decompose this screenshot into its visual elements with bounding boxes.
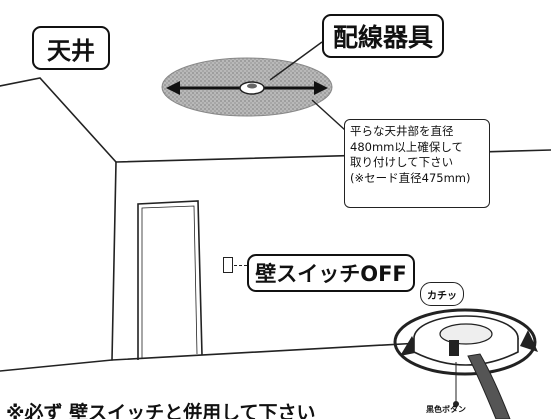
door [137,200,203,360]
clearance-note: 平らな天井部を直径 480mm以上確保して 取り付けして下さい (※セード直径4… [344,119,490,208]
footer-warning-note: ※必ず 壁スイッチと併用して下さい [6,402,316,419]
floor-line [0,342,421,372]
ceiling-label: 天井 [32,26,110,70]
note-line: 480mm以上確保して [350,139,464,154]
black-button-icon [449,340,459,356]
ceiling-mount-detail-icon [393,308,538,419]
wiring-device-label: 配線器具 [322,14,444,58]
black-button-label: 黒色ボタン [426,405,466,414]
ceiling-edge-left [0,77,117,163]
wall-switch-icon [223,257,233,273]
note-leader-line [311,99,346,131]
wall-corner-line [111,161,117,361]
switch-leader-line [234,265,247,266]
fixture-leader-line [269,41,323,81]
note-line: 取り付けして下さい [350,155,454,169]
click-sound-label: カチッ [420,282,464,306]
note-line: (※セード直径475mm) [350,170,471,185]
wall-switch-off-label: 壁スイッチOFF [247,254,415,292]
rotation-arrow-icon [393,308,537,376]
wiring-device-icon [239,81,265,95]
note-line: 平らな天井部を直径 [350,124,454,138]
